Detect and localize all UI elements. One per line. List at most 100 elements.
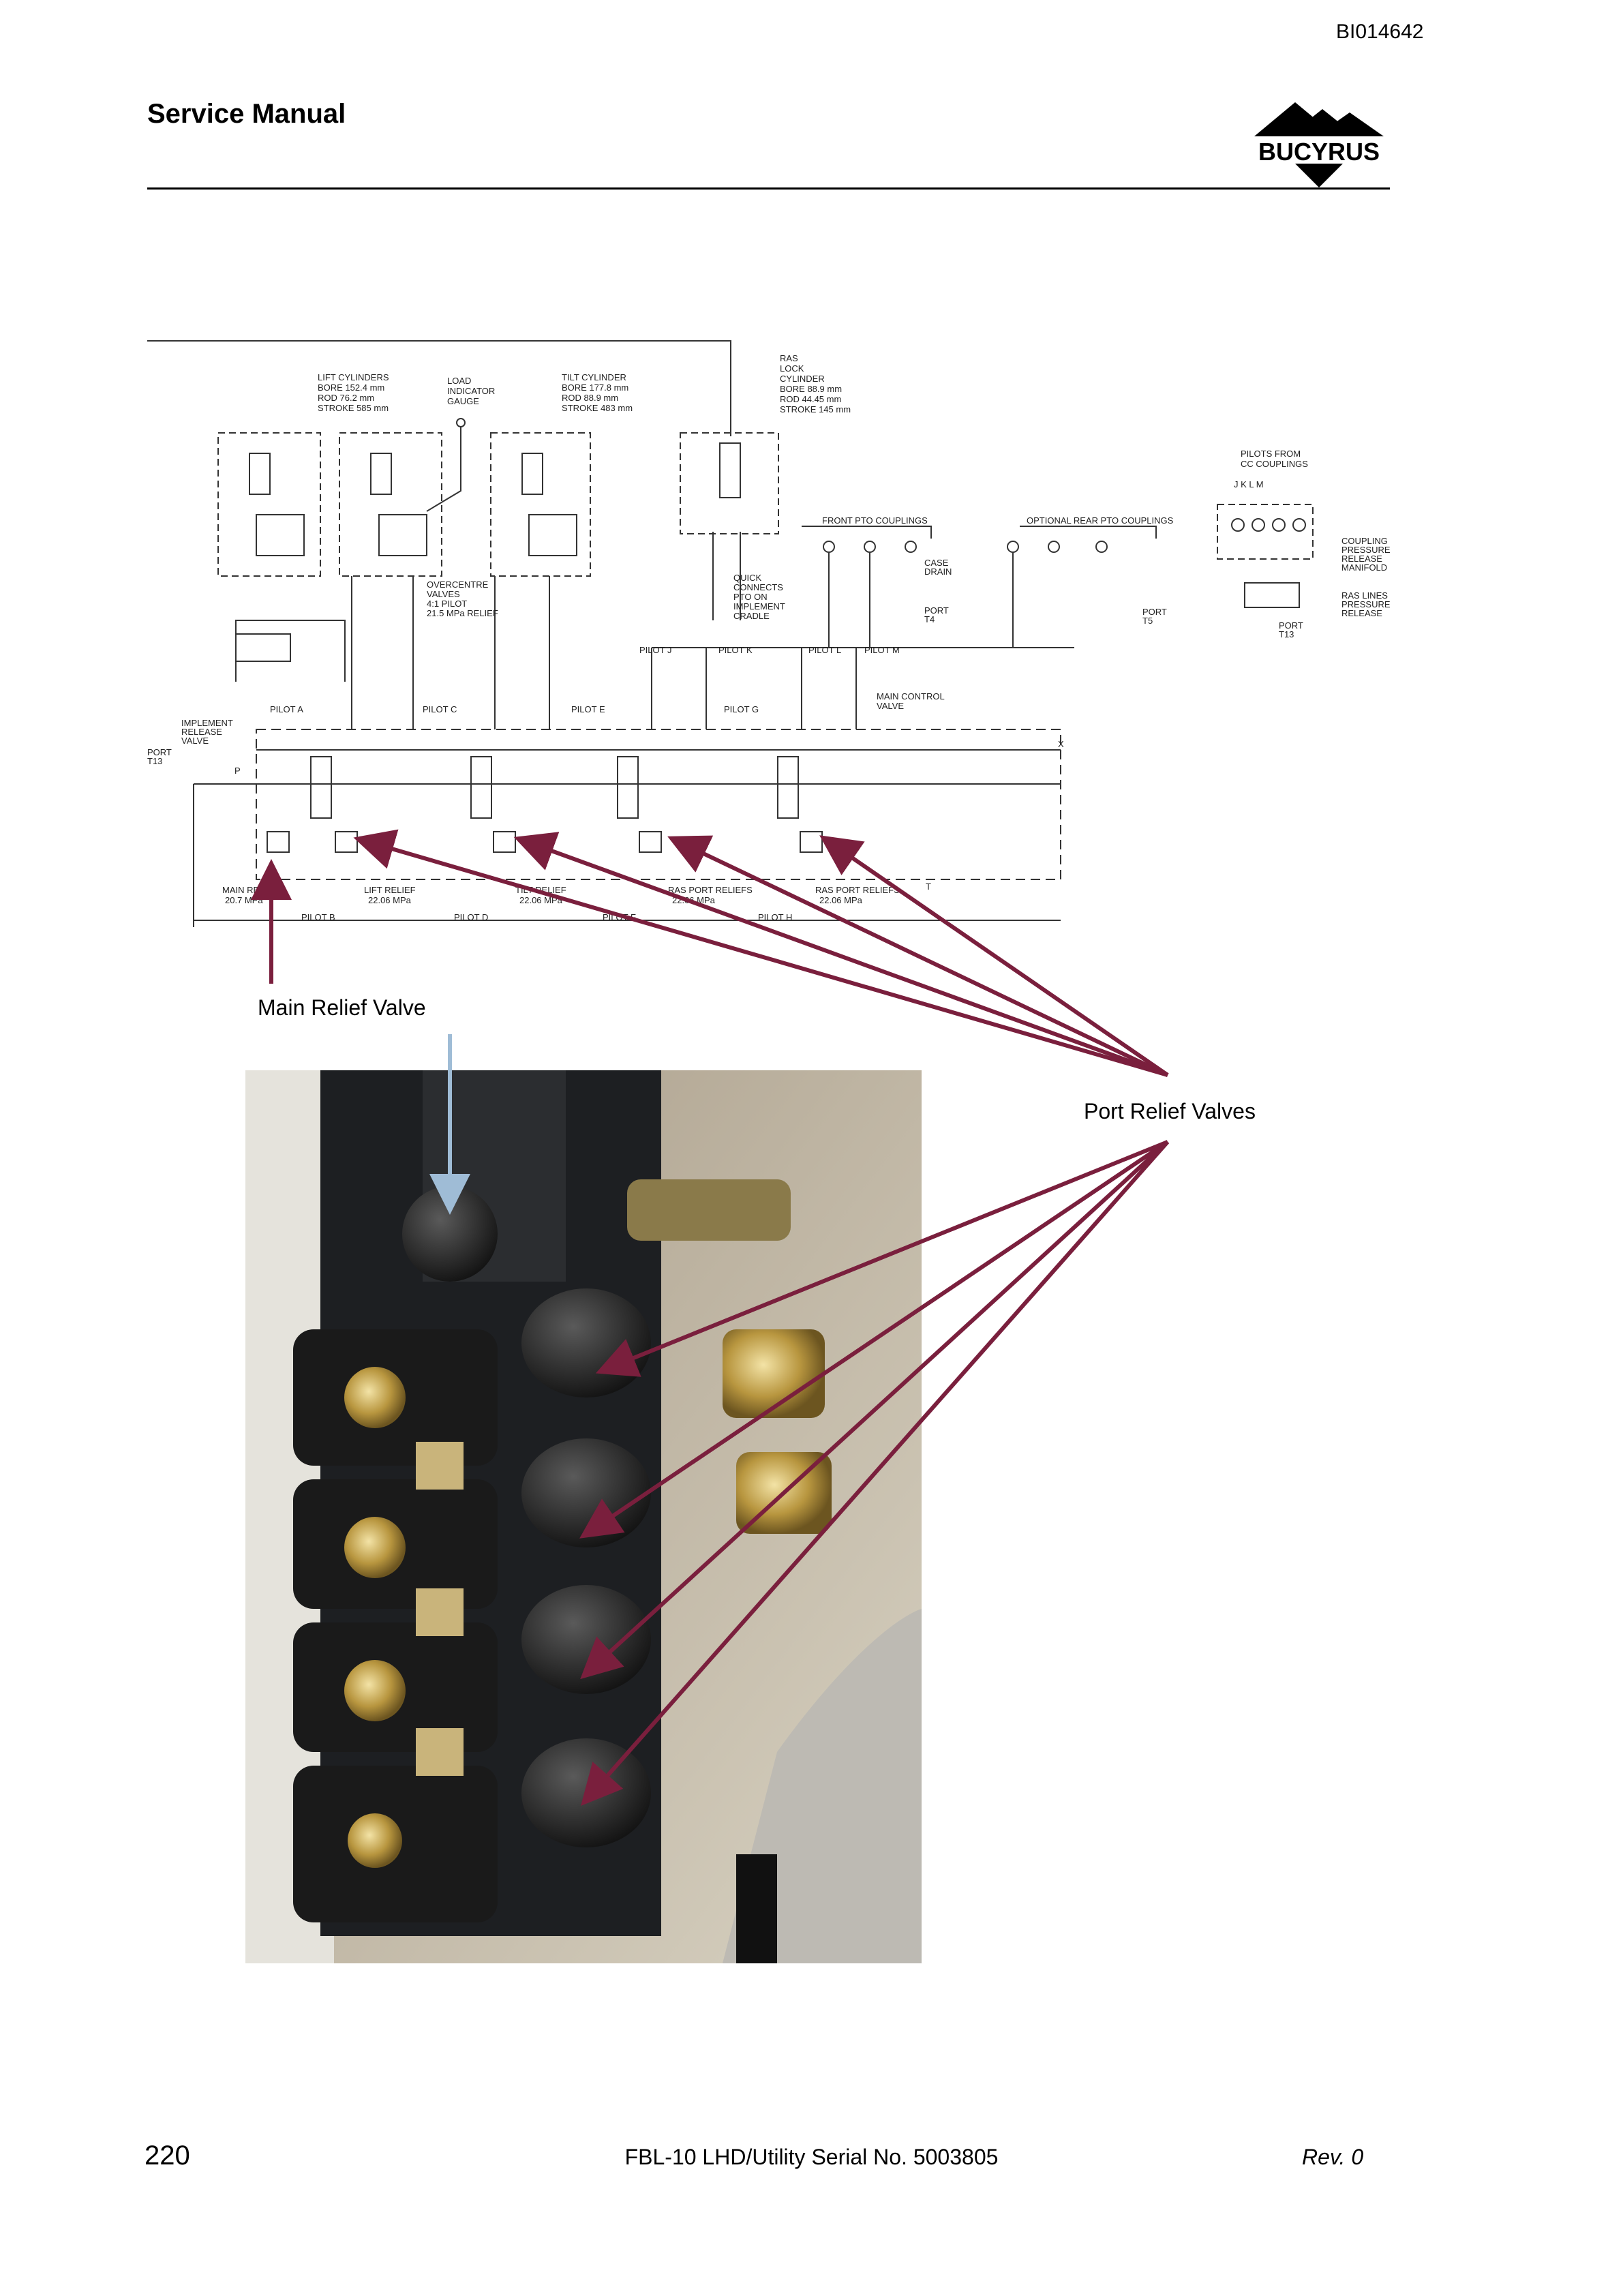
sch-load-3: GAUGE (447, 396, 479, 406)
sch-ras-lines-3: RELEASE (1341, 608, 1382, 618)
sch-ras-3: CYLINDER (780, 374, 825, 384)
header-rule (147, 187, 1390, 190)
brass-right-1 (723, 1329, 825, 1418)
sch-lift-box-2 (339, 432, 442, 577)
sch-coupling-j (1231, 518, 1245, 532)
sch-case-drain-a2: DRAIN (924, 567, 952, 577)
port-relief-cap-3 (521, 1585, 651, 1694)
port-relief-cap-1 (521, 1288, 651, 1398)
sch-pilot-l: PILOT L (808, 645, 841, 655)
sch-quick-4: IMPLEMENT (733, 601, 785, 611)
logo-chevron (1295, 164, 1343, 187)
sch-relief-1 (335, 831, 358, 853)
sch-pilots-1: PILOTS FROM (1241, 449, 1301, 459)
sch-spool-2 (470, 756, 492, 819)
brass-line-top (627, 1179, 791, 1241)
sch-coupling-3: RELEASE (1341, 554, 1382, 564)
main-relief-label: Main Relief Valve (258, 995, 426, 1020)
page-title: Service Manual (147, 99, 346, 129)
sch-pilot-a: PILOT A (270, 704, 303, 714)
sch-pilots-jklm: J K L M (1234, 479, 1264, 489)
sch-tilt-stroke: STROKE 483 mm (562, 403, 633, 413)
sch-pilot-d: PILOT D (454, 912, 488, 922)
sch-tilt-bore: BORE 177.8 mm (562, 382, 628, 393)
sch-verticals-b (651, 648, 857, 729)
brass-fitting-2 (344, 1517, 406, 1578)
sch-quick-2: CONNECTS (733, 582, 783, 592)
sch-tilt-title: TILT CYLINDER (562, 372, 626, 382)
sch-coupling-2: PRESSURE (1341, 545, 1391, 555)
sch-pilot-h: PILOT H (758, 912, 792, 922)
sch-main-control-2: VALVE (877, 701, 904, 711)
sch-x: X (1058, 739, 1064, 749)
sch-relief-2 (493, 831, 516, 853)
sch-ras-port-2a: RAS PORT RELIEFS (815, 885, 900, 895)
sch-t: T (926, 881, 931, 892)
sch-ras-cyl (719, 442, 741, 498)
sch-line-top (147, 340, 731, 436)
sch-tilt-relief-2: 22.06 MPa (519, 895, 563, 905)
document-id: BI014642 (1336, 20, 1424, 43)
sch-pilot-e: PILOT E (571, 704, 605, 714)
port-relief-cap-4 (521, 1738, 651, 1847)
port-relief-label: Port Relief Valves (1084, 1099, 1256, 1123)
sch-pilot-b: PILOT B (301, 912, 335, 922)
sch-ras-port-1a: RAS PORT RELIEFS (668, 885, 753, 895)
sch-coupling-l (1272, 518, 1286, 532)
sch-coupling-manifold (1217, 504, 1314, 560)
sch-quick-3: PTO ON (733, 592, 768, 602)
logo-chevron-stripe (1287, 166, 1351, 191)
sch-pilot-m: PILOT M (864, 645, 900, 655)
sch-pto-brackets (802, 526, 1157, 539)
sch-pto-3 (905, 541, 917, 553)
sch-port-t5-2: T5 (1142, 616, 1153, 626)
sch-lift-stroke: STROKE 585 mm (318, 403, 389, 413)
sch-load-line (426, 426, 461, 512)
brass-fitting-3 (344, 1660, 406, 1721)
logo-text: BUCYRUS (1258, 138, 1380, 166)
sch-ras-port-2b: 22.06 MPa (819, 895, 863, 905)
sch-main-relief (267, 831, 290, 853)
sch-gauge-port (456, 418, 466, 427)
sch-lift-box-1 (217, 432, 321, 577)
sch-tilt-rod: ROD 88.9 mm (562, 393, 618, 403)
sch-small-valve (235, 633, 291, 662)
sch-ras-bore: BORE 88.9 mm (780, 384, 842, 394)
port-relief-cap-2 (521, 1438, 651, 1547)
sch-pilot-g: PILOT G (724, 704, 759, 714)
sch-oc-valve-3 (528, 514, 577, 556)
main-relief-cap (402, 1186, 498, 1282)
sch-port-left-2: T13 (147, 756, 162, 766)
sch-lift-cyl-2 (370, 453, 392, 495)
sch-coupling-k (1252, 518, 1265, 532)
sch-ras-lines-2: PRESSURE (1341, 599, 1391, 609)
sch-pto-1 (823, 541, 835, 553)
sch-pilot-c: PILOT C (423, 704, 457, 714)
sch-lift-relief-1: LIFT RELIEF (364, 885, 416, 895)
sch-ras-drop (712, 532, 741, 620)
sch-verticals-a (351, 576, 550, 729)
sch-oc-valve-1 (256, 514, 305, 556)
sch-main-valve-outline (256, 729, 1061, 880)
hex-nut-1 (416, 1442, 464, 1490)
sch-port-t13-2: T13 (1279, 629, 1294, 639)
sch-pilot-j: PILOT J (639, 645, 671, 655)
black-hose (736, 1854, 777, 1963)
sch-ras-release-valve (1244, 582, 1300, 608)
sch-coupling-m (1292, 518, 1306, 532)
sch-tilt-relief-1: TILT RELIEF (515, 885, 566, 895)
sch-spool-4 (777, 756, 799, 819)
sch-port-t5-1: PORT (1142, 607, 1167, 617)
sch-tilt-cyl (521, 453, 543, 495)
sch-relief-3 (639, 831, 662, 853)
sch-coupling-1: COUPLING (1341, 536, 1388, 546)
sch-ras-port-1b: 22.06 MPa (672, 895, 716, 905)
sch-main-control-1: MAIN CONTROL (877, 691, 945, 701)
sch-relief-4 (800, 831, 823, 853)
sch-lift-rod: ROD 76.2 mm (318, 393, 374, 403)
sch-oc-2: VALVES (427, 589, 460, 599)
sch-port-t13-1: PORT (1279, 620, 1303, 631)
sch-port-t4-2: T4 (924, 614, 935, 624)
sch-loop-left (235, 620, 346, 682)
logo-mountain-right (1316, 112, 1384, 136)
